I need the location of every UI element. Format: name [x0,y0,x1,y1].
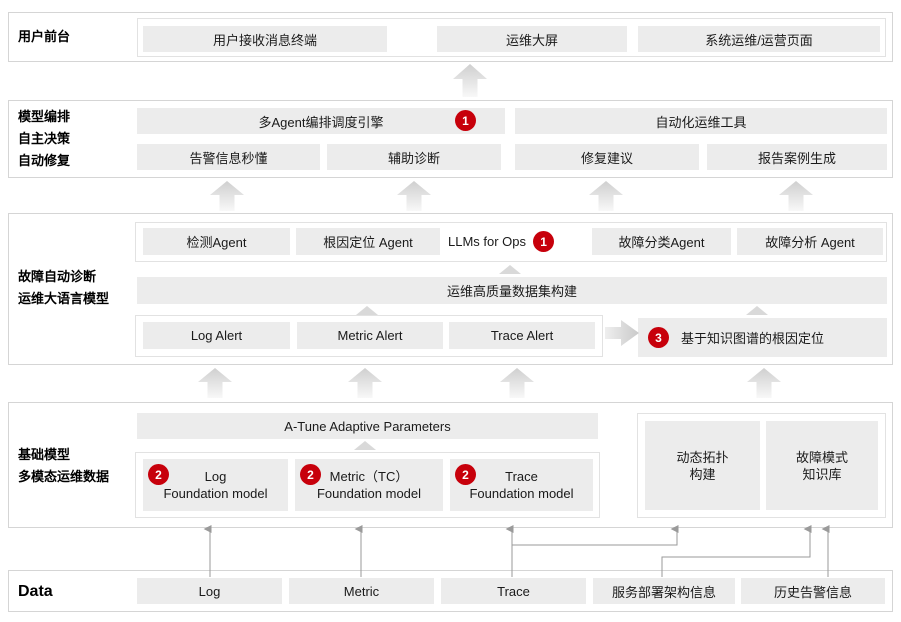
box-report-generation: 报告案例生成 [707,144,887,170]
badge-2: 2 [300,464,321,485]
layer-label-text: 运维大语言模型 [18,291,110,306]
box-system-ops-page: 系统运维/运营页面 [638,26,880,52]
box-dynamic-topology: 动态拓扑 构建 [645,421,760,510]
box-label: 动态拓扑 [676,449,729,465]
layer-label-foundation: 基础模型 多模态运维数据 [18,444,109,488]
box-user-message-terminal: 用户接收消息终端 [143,26,387,52]
box-label: Metric（TC） [329,469,409,484]
layer-label-text: 自主决策 [18,131,71,146]
box-data-history-alerts: 历史告警信息 [741,578,885,604]
layer-label-user-frontend: 用户前台 [18,26,70,48]
box-automation-tools: 自动化运维工具 [515,108,887,134]
box-label: 构建 [689,466,716,482]
chevron-up-arrow [453,64,487,97]
layer-label-text: 自动修复 [18,153,71,168]
box-data-log: Log [137,578,282,604]
box-rca-agent: 根因定位 Agent [296,228,440,255]
box-fault-classify-agent: 故障分类Agent [592,228,731,255]
box-log-alert: Log Alert [143,322,290,349]
box-label: Foundation model [163,486,268,501]
box-metric-alert: Metric Alert [297,322,443,349]
box-assisted-diagnosis: 辅助诊断 [327,144,501,170]
box-data-trace: Trace [441,578,586,604]
box-trace-alert: Trace Alert [449,322,595,349]
layer-label-diagnosis: 故障自动诊断 运维大语言模型 [18,266,109,310]
box-multi-agent-engine: 多Agent编排调度引擎 [137,108,505,134]
layer-label-text: 故障自动诊断 [18,269,97,284]
badge-1: 1 [533,231,555,252]
layer-label-text: 模型编排 [18,109,71,124]
box-detect-agent: 检测Agent [143,228,290,255]
box-fault-pattern-kb: 故障模式 知识库 [766,421,878,510]
box-label: Log [204,469,227,484]
llms-for-ops: LLMs for Ops 1 [448,228,555,255]
layer-label-orchestration: 模型编排 自主决策 自动修复 [18,106,70,172]
box-dataset-construction: 运维高质量数据集构建 [137,277,887,304]
box-label: Foundation model [316,486,422,501]
chevron-up-arrow-row-3 [198,368,781,398]
box-label: 基于知识图谱的根因定位 [681,331,825,346]
box-ops-dashboard: 运维大屏 [437,26,627,52]
box-label: 知识库 [802,466,842,482]
layer-label-text: 多模态运维数据 [18,469,110,484]
badge-1: 1 [455,110,476,131]
layer-label-data: Data [18,583,53,600]
layer-label-text: 基础模型 [18,447,71,462]
box-repair-suggestion: 修复建议 [515,144,699,170]
box-label: 故障模式 [795,449,848,465]
badge-2: 2 [148,464,169,485]
box-alert-understanding: 告警信息秒懂 [137,144,320,170]
box-data-metric: Metric [289,578,434,604]
box-label: Trace [505,469,538,484]
box-metric-foundation-model: Metric（TC） Foundation model [295,459,443,511]
box-label: 多Agent编排调度引擎 [258,114,384,130]
box-atune: A-Tune Adaptive Parameters [137,413,598,439]
badge-2: 2 [455,464,476,485]
badge-3: 3 [648,327,669,348]
layer-label-text: 用户前台 [18,29,71,44]
llms-for-ops-label: LLMs for Ops [448,234,527,249]
box-label: Foundation model [469,486,574,501]
box-kg-rca: 3 基于知识图谱的根因定位 [638,318,887,357]
box-fault-analysis-agent: 故障分析 Agent [737,228,883,255]
box-data-deploy-arch: 服务部署架构信息 [593,578,735,604]
chevron-up-arrow-row-2 [210,181,813,211]
